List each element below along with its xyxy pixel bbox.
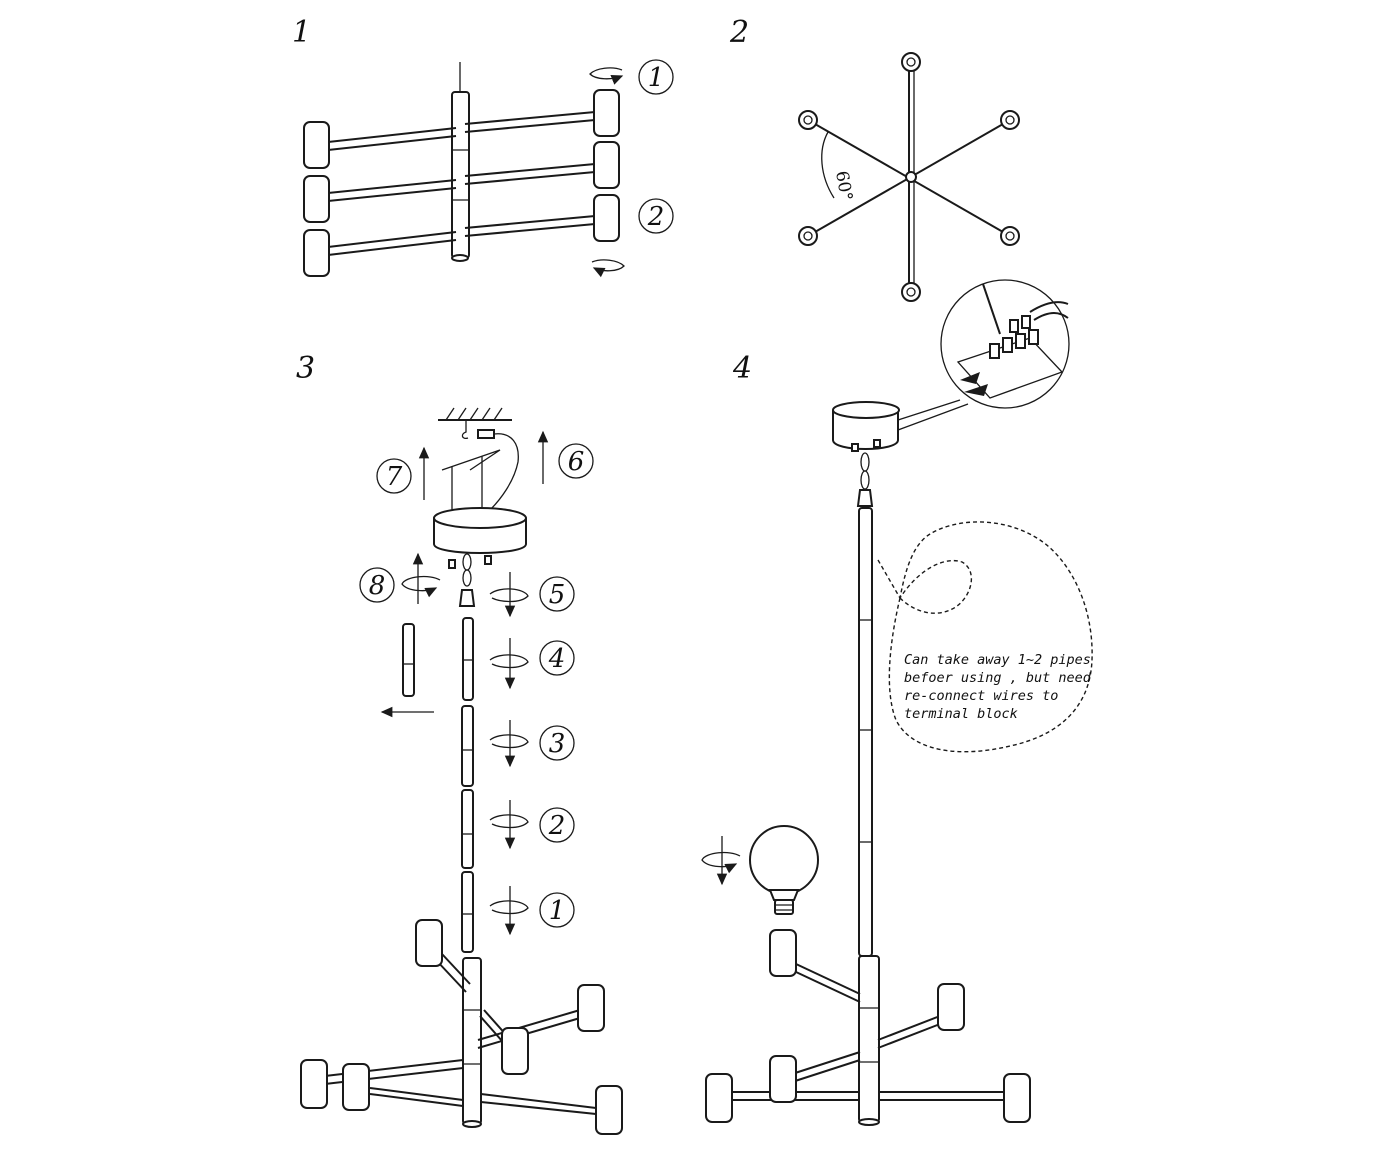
step1-center-rod	[451, 62, 470, 262]
step3-callout-6: 6	[558, 443, 594, 479]
note-bubble: Can take away 1~2 pipes befoer using , b…	[877, 521, 1093, 753]
canopy	[433, 507, 527, 569]
note-line-2: befoer using , but need	[904, 670, 1092, 686]
svg-text:6: 6	[568, 447, 585, 477]
step-1-number: 1	[292, 15, 311, 50]
step-3-number: 3	[296, 351, 315, 386]
step-3-panel: 3	[296, 351, 623, 1135]
step3-callout-7: 7	[376, 458, 412, 494]
step3-fixture	[300, 919, 623, 1135]
step-4-number: 4	[732, 351, 752, 386]
hook	[458, 553, 476, 607]
svg-text:1: 1	[549, 896, 566, 926]
step-2-number: 2	[729, 15, 749, 50]
svg-text:3: 3	[549, 729, 566, 759]
svg-text:4: 4	[548, 644, 566, 674]
pipe-stack	[461, 617, 474, 953]
note-line-4: terminal block	[904, 706, 1018, 722]
step-4-panel: 4	[701, 279, 1093, 1126]
step2-end-rings	[798, 52, 1020, 302]
angle-label: 60°	[831, 169, 856, 202]
step3-callout-4: 4	[539, 640, 575, 676]
step3-callout-3: 3	[539, 725, 575, 761]
step1-cups-right	[593, 89, 620, 242]
step1-cups-left	[303, 121, 330, 277]
step3-callout-8: 8	[359, 567, 395, 603]
light-bulb-icon	[701, 825, 819, 915]
svg-text:7: 7	[386, 462, 403, 492]
down-rotate-arrows	[489, 572, 529, 936]
note-line-1: Can take away 1~2 pipes	[904, 652, 1091, 668]
svg-text:2: 2	[647, 202, 665, 232]
ceiling-mount	[438, 407, 519, 511]
step-2-panel: 2 60°	[729, 15, 1020, 302]
svg-text:1: 1	[648, 63, 665, 93]
step1-arms	[327, 111, 596, 256]
svg-text:2: 2	[548, 811, 566, 841]
angle-arc	[821, 131, 835, 199]
step3-callout-2: 2	[539, 807, 575, 843]
svg-text:8: 8	[369, 571, 386, 601]
step4-canopy	[832, 401, 900, 507]
step4-pipe	[858, 507, 873, 957]
rotate-arrow-icon	[589, 67, 624, 85]
note-line-3: re-connect wires to	[904, 688, 1058, 704]
terminal-block-zoom	[897, 279, 1070, 431]
step4-fixture	[705, 929, 1031, 1126]
rotate-arrow-icon	[591, 259, 625, 278]
rotate-arrow-icon	[401, 575, 441, 598]
spare-pipe	[380, 623, 434, 718]
svg-text:5: 5	[549, 580, 566, 610]
step-1-panel: 1	[292, 15, 674, 278]
step1-callout-2: 2	[638, 198, 674, 234]
step3-callout-1: 1	[539, 892, 575, 928]
step1-callout-1: 1	[638, 59, 674, 95]
step3-callout-5: 5	[539, 576, 575, 612]
step2-star-frame	[807, 60, 1011, 293]
